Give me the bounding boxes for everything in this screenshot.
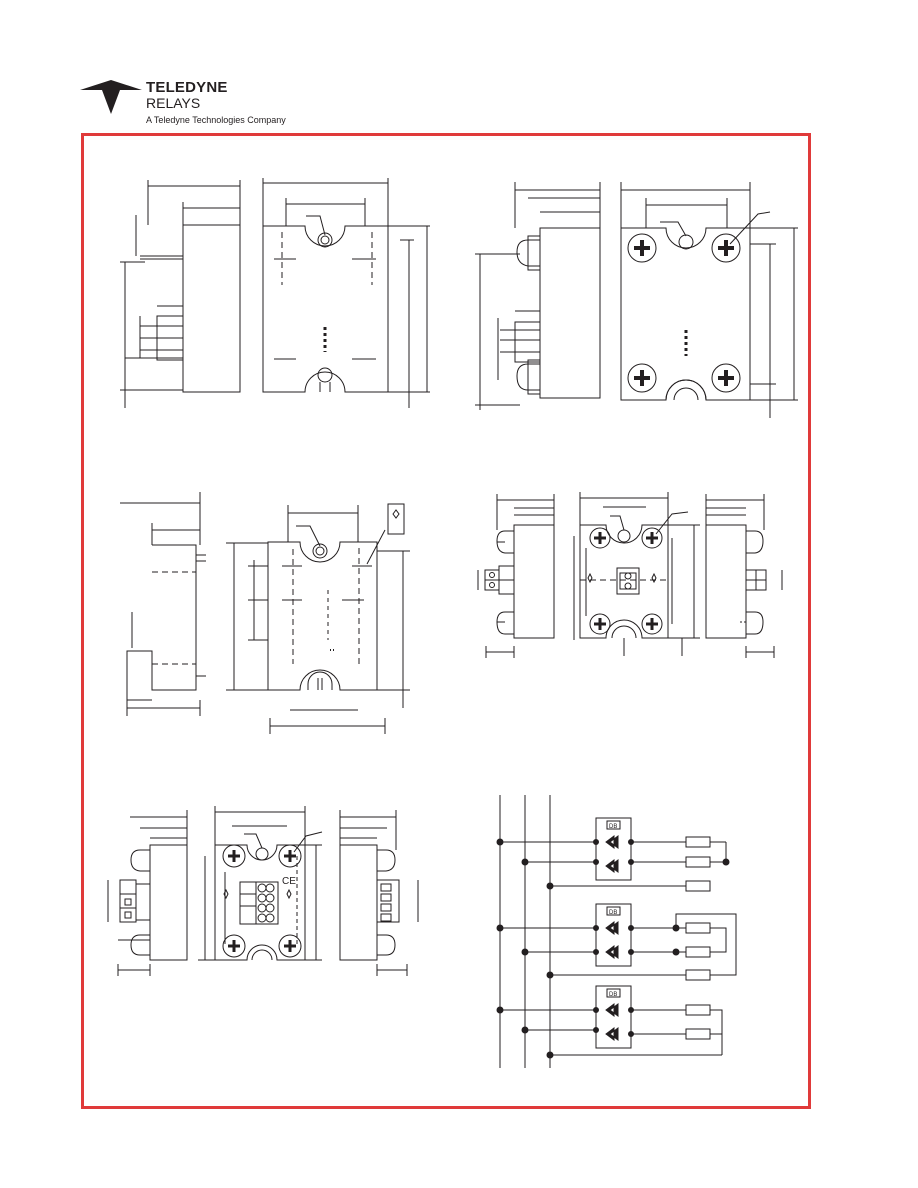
ssr-module-1 [596,818,631,880]
ssr-module-3 [596,986,631,1048]
teledyne-logo: TELEDYNE RELAYS A Teledyne Technologies … [80,78,320,128]
drawing-2-top-view [621,182,798,418]
module-3-label: DB [609,992,617,998]
drawing-3-top-view [226,504,410,734]
wiring-schematic: DB DB [497,795,736,1068]
drawing-1-top-view [263,178,430,408]
drawing-4-right-view [706,494,782,658]
teledyne-logo-icon [80,80,142,114]
ssr-module-2 [596,904,631,966]
module-1-label: DB [609,824,617,830]
module-2-label: DB [609,910,617,916]
brand-name: TELEDYNE [146,79,228,96]
ce-mark: CE [282,876,296,887]
drawing-5-top-view: CE [198,806,322,960]
brand-tagline: A Teledyne Technologies Company [146,115,286,125]
drawing-4-top-view [574,492,700,656]
drawing-5-right-view [340,810,418,976]
drawing-3-side-view [120,492,206,716]
drawing-frame [81,133,811,1109]
brand-subname: RELAYS [146,95,201,111]
drawing-4-left-view [478,494,554,658]
drawing-5-left-view [108,810,187,976]
drawing-1-side-view [120,180,240,408]
drawing-2-side-view [475,182,600,410]
